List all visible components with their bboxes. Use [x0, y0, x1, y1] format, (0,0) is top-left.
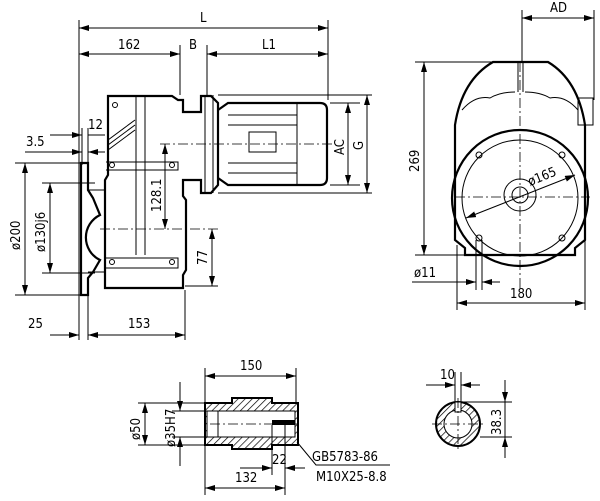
dim-AD: AD [550, 1, 567, 16]
dim-d130j6: ø130j6 [34, 212, 49, 252]
dim-132: 132 [235, 471, 257, 486]
dim-77: 77 [196, 250, 211, 265]
terminal-box [248, 131, 277, 153]
dim-d165: ø165 [526, 165, 559, 190]
dim-G: G [352, 141, 367, 150]
bolt-standard-label: GB5783-86 [312, 450, 378, 465]
dim-150: 150 [240, 359, 262, 374]
dim-22: 22 [272, 453, 287, 468]
gearbox-housing [103, 94, 220, 290]
dim-38-3: 38.3 [490, 409, 505, 435]
dim-10: 10 [440, 368, 455, 383]
gearbox-front-housing [453, 60, 587, 257]
dim-L1: L1 [262, 38, 276, 53]
shaft-cross-section: 10 38.3 [426, 368, 512, 458]
dim-3-5: 3.5 [26, 135, 45, 150]
dim-d35H7: ø35H7 [164, 409, 179, 447]
dim-L: L [200, 11, 207, 26]
dim-180: 180 [510, 287, 532, 302]
bolt-spec-label: M10X25-8.8 [316, 470, 387, 485]
front-view: AD 269 ø165 ø11 180 [408, 1, 595, 310]
dim-B: B [189, 38, 197, 53]
hollow-shaft-section: 150 ø50 ø35H7 22 132 GB5783-86 M10X25-8.… [129, 359, 390, 495]
dim-d11: ø11 [414, 266, 436, 281]
side-view: L 162 B L1 AC G [9, 11, 372, 340]
dim-12: 12 [88, 118, 103, 133]
dim-269: 269 [408, 150, 423, 172]
dim-d200: ø200 [9, 221, 24, 250]
dim-162: 162 [118, 38, 140, 53]
dim-25: 25 [28, 317, 43, 332]
dim-d50: ø50 [129, 418, 144, 440]
dim-128-1: 128.1 [150, 179, 165, 212]
output-flange [79, 161, 102, 297]
dim-AC: AC [333, 139, 348, 155]
dim-153: 153 [128, 317, 150, 332]
